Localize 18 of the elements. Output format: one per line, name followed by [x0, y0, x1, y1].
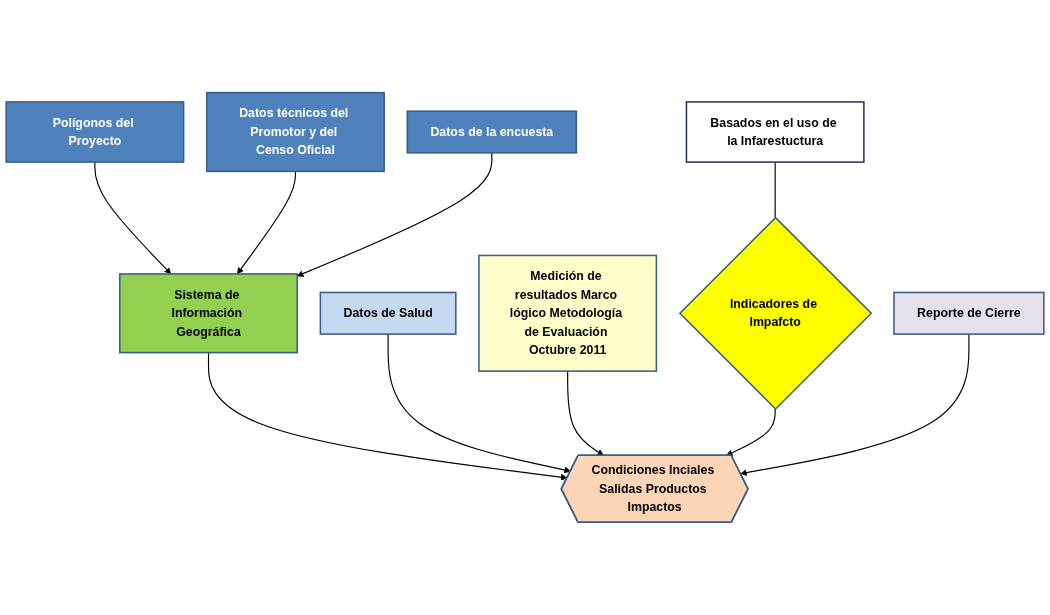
- arrow: [387, 333, 571, 474]
- node-box: Reporte de Cierre: [893, 291, 1045, 335]
- node-box: Polígonos del Proyecto: [5, 101, 185, 163]
- node-box: Sistema de Información Geográfica: [119, 273, 298, 354]
- node-box: Medición de resultados Marco lógico Metodología de Evaluación Octubre 2011: [478, 254, 658, 372]
- arrow: [94, 161, 172, 275]
- arrow: [296, 152, 493, 277]
- arrow: [567, 370, 604, 456]
- node-box: Datos de Salud: [319, 291, 457, 335]
- connector: [774, 161, 776, 219]
- arrow: [207, 352, 568, 481]
- arrow: [237, 170, 297, 275]
- node-diamond: Indicadores de Impafcto: [678, 216, 873, 411]
- node-box: Basados en el uso de la Infarestuctura: [685, 101, 865, 163]
- arrow: [740, 333, 970, 476]
- node-box: Datos técnicos del Promotor y del Censo Oficial: [205, 91, 385, 173]
- arrow: [726, 408, 776, 456]
- node-box: Datos de la encuesta: [406, 110, 578, 154]
